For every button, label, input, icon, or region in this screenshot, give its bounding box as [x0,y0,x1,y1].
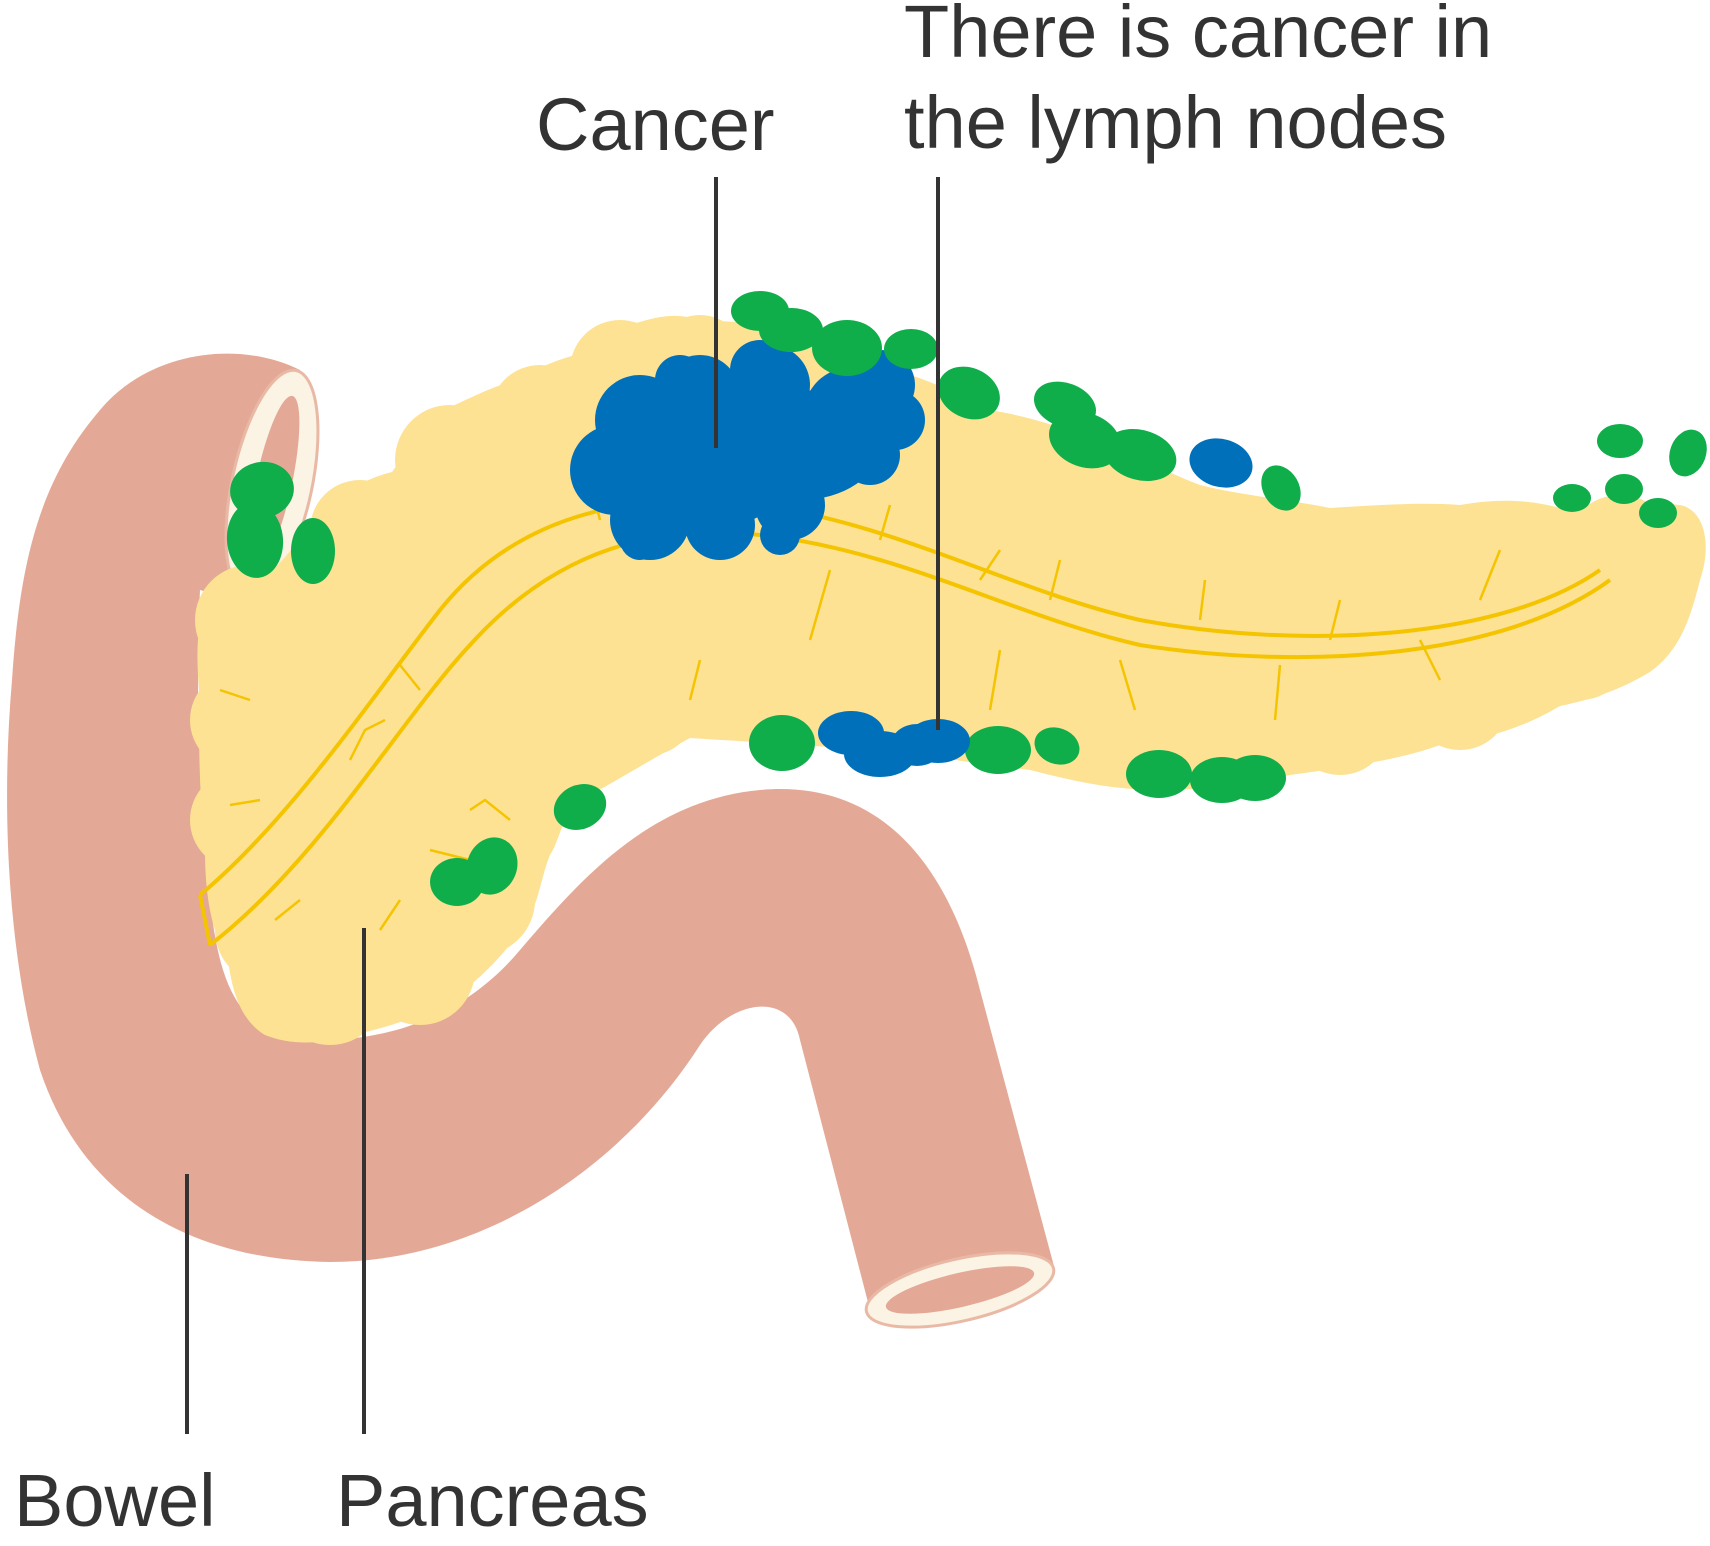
lymph-node [1669,429,1707,477]
pancreas-label-text: Pancreas [336,1459,649,1542]
lymph-node [1261,465,1301,511]
lymph-nodes-healthy [226,291,1707,906]
lymph-node [1605,474,1643,504]
bowel-label: Bowel [14,1455,216,1546]
bowel-label-text: Bowel [14,1459,216,1542]
bowel-bottom-lumen [885,1266,1035,1314]
lymph-node-cancer [1189,438,1253,488]
lymph-node [759,308,823,352]
lymph-node [1126,750,1192,798]
lymph-node [1103,429,1177,481]
lymph-nodes-label: There is cancer in the lymph nodes [904,0,1492,168]
lymph-node [1553,484,1591,512]
lymph-nodes-label-line1: There is cancer in [904,0,1493,73]
pancreas-label: Pancreas [336,1455,649,1546]
lymph-node [884,329,938,369]
lymph-node [291,518,335,584]
pancreas-veins [219,479,1502,931]
bowel-body [7,353,1056,1310]
cancer-label: Cancer [536,79,775,170]
tumour [570,340,925,560]
lymph-node [226,502,284,578]
pointer-lines [185,177,940,1434]
lymph-node [965,726,1031,774]
lymph-nodes-cancer [818,438,1253,777]
lymph-nodes-label-line2: the lymph nodes [904,81,1448,164]
lymph-node [812,320,882,376]
lymph-node [466,837,518,895]
pancreas [190,315,1706,1045]
lymph-node [1049,411,1121,469]
lymph-node [1224,755,1286,801]
lymph-node [749,715,815,771]
lymph-node [1597,424,1643,458]
lymph-node [938,366,1000,420]
cancer-label-text: Cancer [536,83,775,166]
pancreas-lobules [190,315,1675,1045]
lymph-node [1034,727,1080,765]
lymph-node [1639,498,1677,528]
lymph-node [553,784,607,830]
lymph-node-cancer [906,719,970,763]
